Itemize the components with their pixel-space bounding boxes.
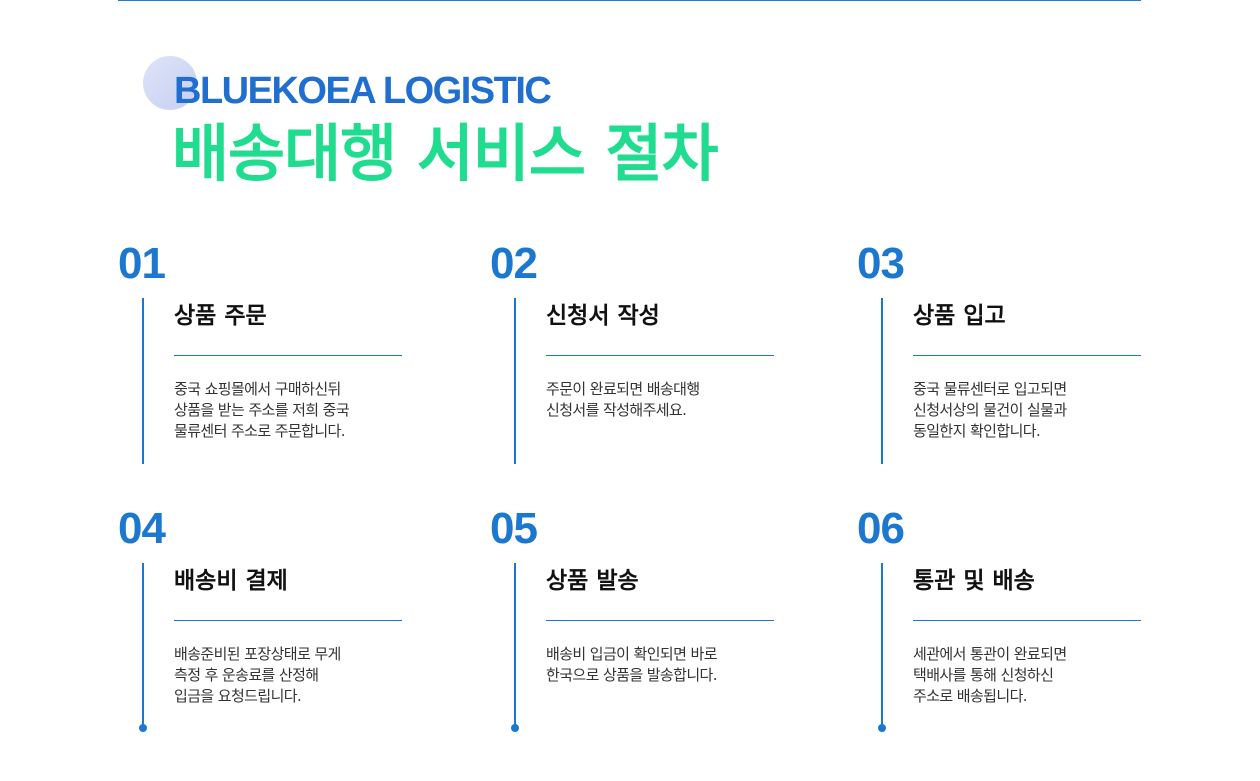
timeline-end-dot — [511, 724, 519, 732]
step-description-line: 중국 물류센터로 입고되면 — [913, 380, 1067, 398]
step-description-line: 동일한지 확인합니다. — [913, 422, 1041, 440]
step-number: 01 — [118, 239, 166, 288]
step-description: 중국 물류센터로 입고되면 신청서상의 물건이 실물과 동일한지 확인합니다. — [913, 379, 1145, 442]
step-description-line: 주문이 완료되면 배송대행 — [546, 380, 700, 398]
step-number: 02 — [490, 239, 538, 288]
step-timeline-line — [881, 298, 883, 464]
step-title: 신청서 작성 — [546, 303, 660, 329]
step-card-04: 04 배송비 결제 배송준비된 포장상태로 무게 측정 후 운송료를 산정해 입… — [118, 503, 408, 743]
step-description: 세관에서 통관이 완료되면 택배사를 통해 신청하신 주소로 배송됩니다. — [913, 644, 1145, 707]
step-divider — [546, 355, 774, 356]
step-card-05: 05 상품 발송 배송비 입금이 확인되면 바로 한국으로 상품을 발송합니다. — [490, 503, 780, 743]
step-description-line: 상품을 받는 주소를 저희 중국 — [174, 401, 350, 419]
step-description-line: 배송준비된 포장상태로 무게 — [174, 645, 341, 663]
step-description-line: 중국 쇼핑몰에서 구매하신뒤 — [174, 380, 341, 398]
step-description-line: 물류센터 주소로 주문합니다. — [174, 422, 346, 440]
step-description-line: 택배사를 통해 신청하신 — [913, 666, 1054, 684]
step-description: 주문이 완료되면 배송대행 신청서를 작성해주세요. — [546, 379, 778, 421]
step-description-line: 측정 후 운송료를 산정해 — [174, 666, 319, 684]
step-number: 05 — [490, 504, 538, 553]
step-title: 배송비 결제 — [174, 568, 288, 594]
step-divider — [546, 620, 774, 621]
step-description: 배송비 입금이 확인되면 바로 한국으로 상품을 발송합니다. — [546, 644, 778, 686]
step-description-line: 입금을 요청드립니다. — [174, 687, 302, 705]
step-card-03: 03 상품 입고 중국 물류센터로 입고되면 신청서상의 물건이 실물과 동일한… — [857, 238, 1147, 478]
brand-subtitle: BLUEKOEA LOGISTIC — [174, 70, 552, 112]
step-description-line: 배송비 입금이 확인되면 바로 — [546, 645, 718, 663]
step-description: 배송준비된 포장상태로 무게 측정 후 운송료를 산정해 입금을 요청드립니다. — [174, 644, 406, 707]
timeline-end-dot — [878, 724, 886, 732]
step-divider — [174, 355, 402, 356]
step-timeline-line — [514, 563, 516, 729]
step-card-01: 01 상품 주문 중국 쇼핑몰에서 구매하신뒤 상품을 받는 주소를 저희 중국… — [118, 238, 408, 478]
step-timeline-line — [881, 563, 883, 729]
step-card-06: 06 통관 및 배송 세관에서 통관이 완료되면 택배사를 통해 신청하신 주소… — [857, 503, 1147, 743]
step-description-line: 신청서를 작성해주세요. — [546, 401, 687, 419]
step-timeline-line — [142, 563, 144, 729]
step-description-line: 신청서상의 물건이 실물과 — [913, 401, 1067, 419]
step-divider — [913, 620, 1141, 621]
step-title: 상품 주문 — [174, 303, 267, 329]
step-number: 06 — [857, 504, 905, 553]
step-number: 03 — [857, 239, 905, 288]
step-divider — [174, 620, 402, 621]
decorative-circle — [143, 56, 197, 110]
step-divider — [913, 355, 1141, 356]
step-description-line: 세관에서 통관이 완료되면 — [913, 645, 1067, 663]
step-number: 04 — [118, 504, 166, 553]
step-timeline-line — [514, 298, 516, 464]
step-card-02: 02 신청서 작성 주문이 완료되면 배송대행 신청서를 작성해주세요. — [490, 238, 780, 478]
step-description-line: 주소로 배송됩니다. — [913, 687, 1028, 705]
step-timeline-line — [142, 298, 144, 464]
timeline-end-dot — [139, 724, 147, 732]
step-title: 통관 및 배송 — [913, 568, 1035, 594]
step-title: 상품 발송 — [546, 568, 639, 594]
step-description: 중국 쇼핑몰에서 구매하신뒤 상품을 받는 주소를 저희 중국 물류센터 주소로… — [174, 379, 406, 442]
page-title: 배송대행 서비스 절차 — [172, 117, 719, 190]
step-description-line: 한국으로 상품을 발송합니다. — [546, 666, 718, 684]
top-divider — [118, 0, 1141, 1]
step-title: 상품 입고 — [913, 303, 1006, 329]
